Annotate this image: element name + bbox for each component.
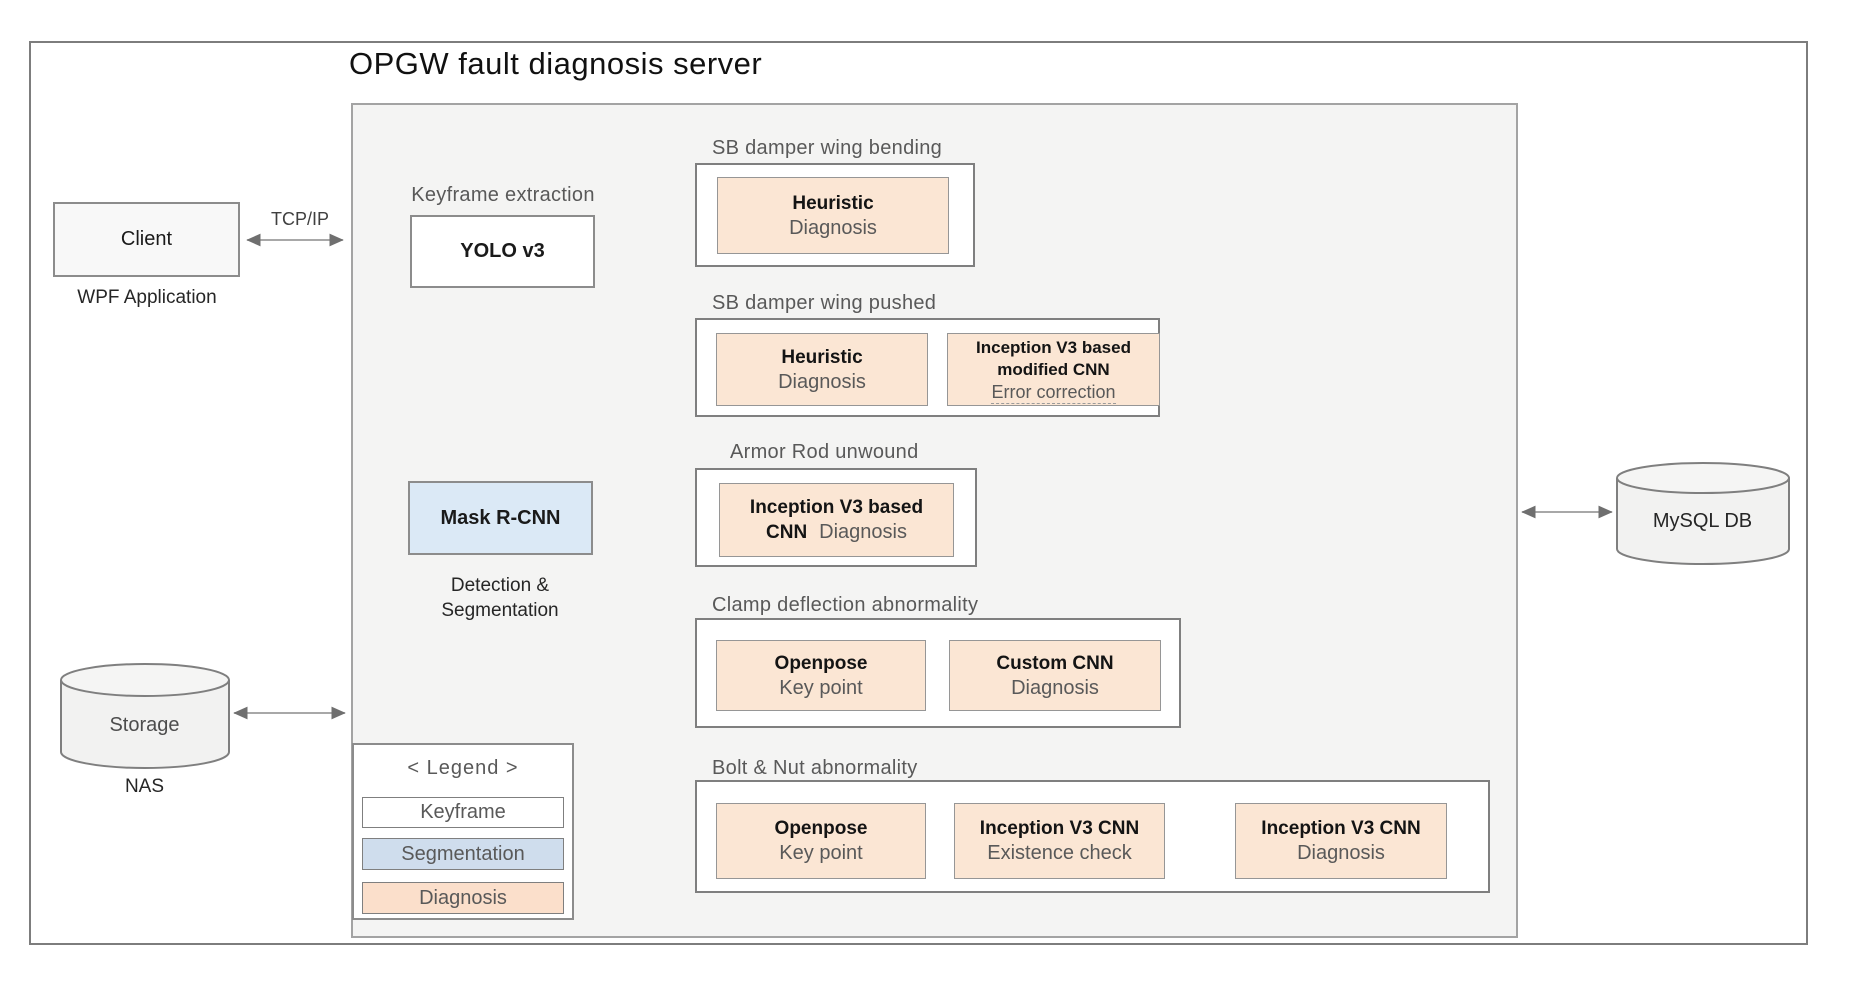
keyframe-extraction-label: Keyframe extraction — [411, 184, 595, 206]
legend-item-keyframe: Keyframe — [362, 797, 564, 828]
mysql-db-label: MySQL DB — [1652, 510, 1753, 532]
mask-rcnn-caption: Detection & Segmentation — [441, 575, 559, 621]
group5-model2: Inception V3 CNN Existence check — [954, 803, 1165, 879]
group1-box: Heuristic Diagnosis — [695, 163, 975, 267]
group2-title: SB damper wing pushed — [712, 292, 937, 314]
group3-box: Inception V3 based CNN Diagnosis — [695, 468, 977, 567]
storage-label: Storage — [109, 714, 180, 736]
group4-box: Openpose Key point Custom CNN Diagnosis — [695, 618, 1181, 728]
diagram-title: OPGW fault diagnosis server — [349, 46, 763, 81]
legend-title: < Legend > — [407, 757, 519, 779]
group5-model3: Inception V3 CNN Diagnosis — [1235, 803, 1447, 879]
group1-title: SB damper wing bending — [712, 137, 943, 159]
group4-model2: Custom CNN Diagnosis — [949, 640, 1161, 711]
yolo-label: YOLO v3 — [460, 240, 545, 262]
group3-title: Armor Rod unwound — [730, 441, 919, 463]
group5-title: Bolt & Nut abnormality — [712, 757, 918, 779]
group3-model1: Inception V3 based CNN Diagnosis — [719, 483, 954, 557]
group1-model1: Heuristic Diagnosis — [717, 177, 949, 254]
legend-item-segmentation: Segmentation — [362, 838, 564, 870]
group5-box: Openpose Key point Inception V3 CNN Exis… — [695, 780, 1490, 893]
mask-rcnn-node: Mask R-CNN — [408, 481, 593, 555]
client-caption: WPF Application — [77, 287, 217, 308]
client-node: Client — [53, 202, 240, 277]
group2-model1: Heuristic Diagnosis — [716, 333, 928, 406]
mask-rcnn-label: Mask R-CNN — [440, 506, 561, 529]
yolo-node: YOLO v3 — [410, 215, 595, 288]
group2-box: Heuristic Diagnosis Inception V3 based m… — [695, 318, 1160, 417]
group5-model1: Openpose Key point — [716, 803, 926, 879]
storage-cylinder-icon — [60, 663, 230, 769]
mysql-cylinder-icon — [1616, 462, 1790, 565]
tcp-ip-label: TCP/IP — [270, 209, 329, 229]
legend-item-diagnosis: Diagnosis — [362, 882, 564, 914]
legend: < Legend > Keyframe Segmentation Diagnos… — [352, 743, 574, 920]
group4-title: Clamp deflection abnormality — [712, 594, 979, 616]
storage-caption: NAS — [124, 776, 165, 797]
client-label: Client — [120, 228, 173, 250]
group2-model2: Inception V3 based modified CNN Error co… — [947, 333, 1160, 406]
group4-model1: Openpose Key point — [716, 640, 926, 711]
